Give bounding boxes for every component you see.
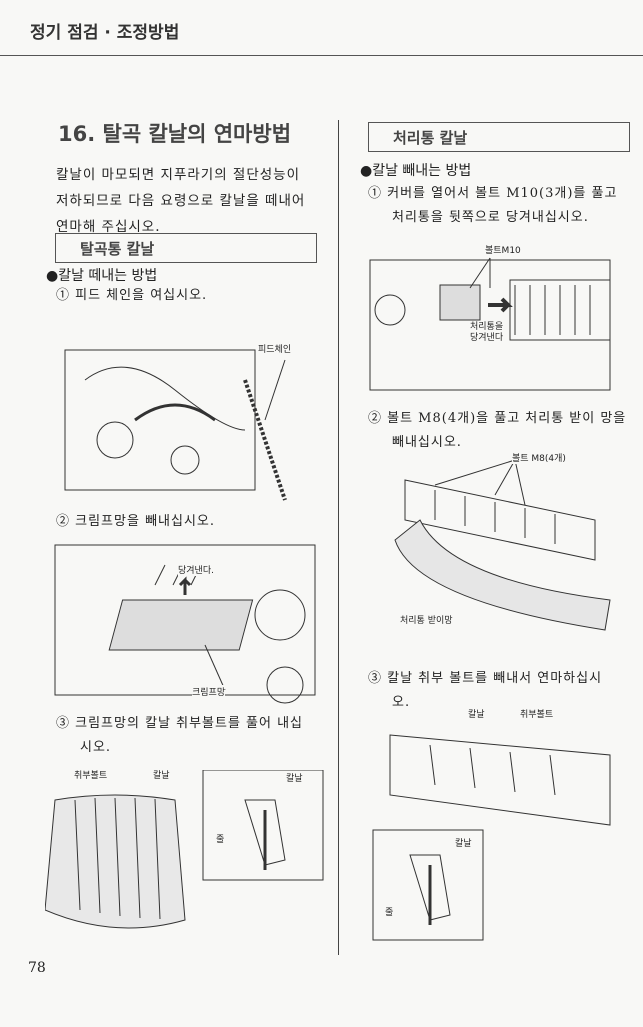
bullet-remove-method-right: ●칼날 빼내는 방법 bbox=[360, 163, 472, 179]
label-line: 당겨낸다 bbox=[470, 333, 504, 343]
intro-line: 저하되므로 다음 요령으로 칼날을 떼내어 bbox=[56, 193, 306, 209]
left-step-1: ① 피드 체인을 여십시오. bbox=[56, 288, 208, 303]
header-divider bbox=[0, 55, 643, 56]
receiving-net-illustration bbox=[394, 460, 611, 631]
step-line: 처리통을 뒷쪽으로 당겨내십시오. bbox=[392, 210, 589, 225]
step-line: 오. bbox=[392, 695, 411, 710]
step-line: 시오. bbox=[80, 740, 112, 755]
step-line: ③ 칼날 취부 볼트를 빼내서 연마하십시 bbox=[368, 671, 603, 686]
label-line: 처리통을 bbox=[470, 322, 504, 332]
label-receiving-net: 처리통 받이망 bbox=[400, 613, 453, 626]
drum-blade-illustration bbox=[372, 734, 611, 941]
processing-drum-illustration bbox=[369, 257, 611, 391]
step-line: ② 볼트 M8(4개)을 풀고 처리통 받이 망을 bbox=[368, 411, 627, 426]
bullet-remove-method: ●칼날 떼내는 방법 bbox=[46, 268, 158, 284]
step-line: ③ 크림프망의 칼날 취부볼트를 풀어 내십 bbox=[56, 716, 304, 731]
step-line: ① 커버를 열어서 볼트 M10(3개)를 풀고 bbox=[368, 186, 618, 201]
section-title: 16. 탈곡 칼날의 연마방법 bbox=[58, 122, 292, 146]
label-file: 줄 bbox=[216, 832, 225, 845]
intro-line: 칼날이 마모되면 지푸라기의 절단성능이 bbox=[56, 167, 301, 183]
label-bolt-m8: 볼트 M8(4개) bbox=[512, 451, 566, 464]
label-pull-drum: 처리통을 당겨낸다 bbox=[470, 322, 504, 344]
label-blade-inset: 칼날 bbox=[286, 771, 303, 784]
right-step-2: ② 볼트 M8(4개)을 풀고 처리통 받이 망을 빼내십시오. bbox=[368, 407, 626, 455]
label-blade-inset-right: 칼날 bbox=[455, 836, 472, 849]
left-step-2: ② 크림프망을 빼내십시오. bbox=[56, 514, 215, 529]
crimp-net-illustration bbox=[54, 544, 316, 704]
label-blade: 칼날 bbox=[153, 768, 170, 781]
step-line: 빼내십시오. bbox=[392, 435, 462, 450]
label-bolt-m10: 볼트M10 bbox=[485, 243, 521, 256]
label-mount-bolt: 취부볼트 bbox=[74, 768, 108, 781]
intro-paragraph: 칼날이 마모되면 지푸라기의 절단성능이 저하되므로 다음 요령으로 칼날을 떼… bbox=[56, 162, 305, 240]
box-threshing-blade: 탈곡통 칼날 bbox=[55, 233, 317, 263]
right-step-1: ① 커버를 열어서 볼트 M10(3개)를 풀고 처리통을 뒷쪽으로 당겨내십시… bbox=[368, 182, 617, 230]
label-crimp-net: 크림프망 bbox=[192, 685, 226, 698]
crimp-blade-illustration bbox=[45, 770, 324, 929]
page-header: 정기 점검 · 조정방법 bbox=[30, 23, 180, 43]
label-mount-bolt-right: 취부볼트 bbox=[520, 707, 554, 720]
label-feed-chain: 피드체인 bbox=[258, 342, 292, 355]
feed-chain-illustration bbox=[64, 349, 287, 501]
column-divider bbox=[338, 120, 339, 955]
intro-line: 연마해 주십시오. bbox=[56, 219, 161, 235]
page-number: 78 bbox=[28, 960, 46, 976]
left-step-3: ③ 크림프망의 칼날 취부볼트를 풀어 내십 시오. bbox=[56, 712, 303, 760]
box-processing-blade: 처리통 칼날 bbox=[368, 122, 630, 152]
right-step-3: ③ 칼날 취부 볼트를 빼내서 연마하십시 오. bbox=[368, 667, 602, 715]
label-file-right: 줄 bbox=[385, 905, 394, 918]
label-pull: 당겨낸다. bbox=[178, 563, 214, 576]
label-blade-right: 칼날 bbox=[468, 707, 485, 720]
